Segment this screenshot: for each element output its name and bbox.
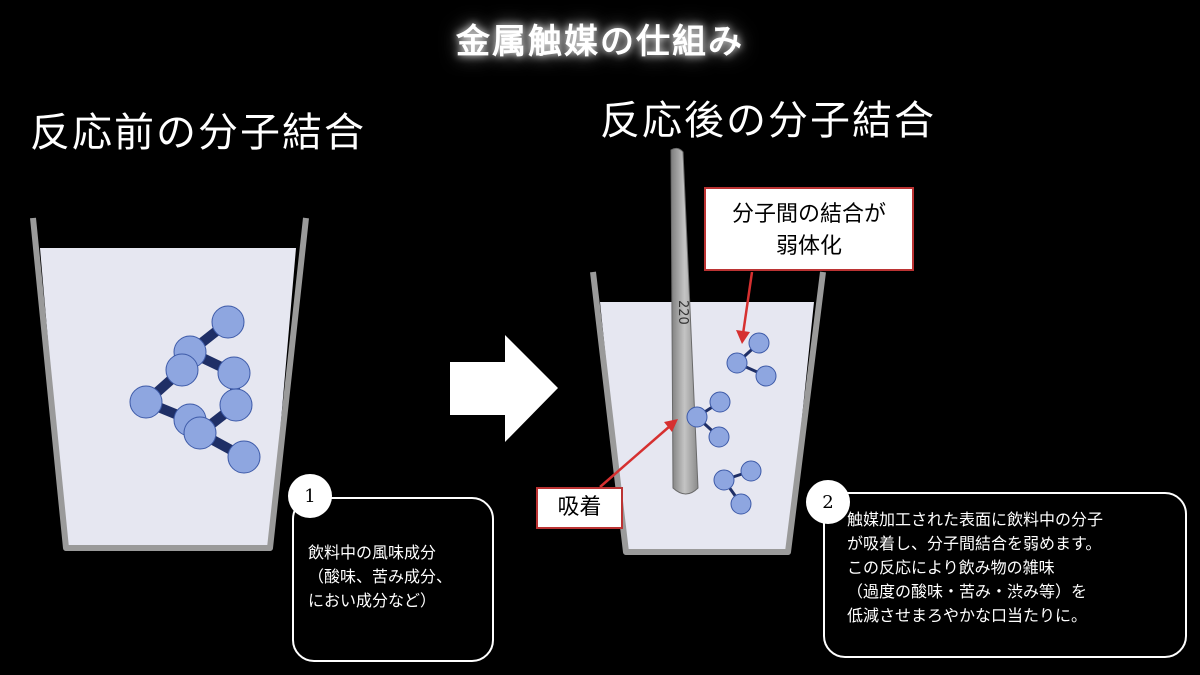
cup-after-outline: [590, 271, 826, 555]
molecule: [740, 460, 762, 482]
note-2-line: この反応により飲み物の雑味: [847, 558, 1055, 577]
pointer-adsorption-line: [599, 425, 671, 488]
molecule: [708, 426, 730, 448]
molecules-before: [129, 305, 261, 474]
note-2-line: 低減させまろやかな口当たりに。: [847, 606, 1088, 625]
molecule: [709, 391, 731, 413]
molecule: [748, 332, 770, 354]
pointer-adsorption-head-icon: [664, 419, 678, 432]
cup-after: [590, 271, 826, 555]
page-title: 金属触媒の仕組み: [456, 22, 744, 62]
cup-before-outline: [30, 217, 309, 551]
after-heading: 反応後の分子結合: [600, 98, 936, 144]
pointer-arrows: [599, 271, 754, 488]
molecule: [211, 305, 245, 339]
molecules-after: [686, 332, 777, 515]
stick-marking: 220: [675, 300, 690, 325]
note-1-number-badge: 1: [288, 474, 332, 518]
note-2-number-badge: 2: [806, 480, 850, 524]
note-1-line: におい成分など）: [308, 591, 437, 610]
note-2-box: 触媒加工された表面に飲料中の分子 が吸着し、分子間結合を弱めます。 この反応によ…: [823, 492, 1187, 658]
right-arrow-icon: [450, 335, 558, 442]
molecule: [165, 353, 199, 387]
pointer-bond-line: [741, 271, 754, 335]
note-1-line: 飲料中の風味成分: [308, 543, 437, 562]
bond-label-line-1: 分子間の結合が: [731, 202, 886, 227]
pointer-bond-head-icon: [736, 330, 750, 344]
molecule: [129, 385, 163, 419]
note-2-line: が吸着し、分子間結合を弱めます。: [847, 534, 1102, 553]
note-2-line: （過度の酸味・苦み・渋み等）を: [847, 582, 1088, 601]
molecule: [726, 352, 748, 374]
adsorption-label: 吸着: [536, 487, 623, 529]
note-2-line: 触媒加工された表面に飲料中の分子: [847, 510, 1104, 529]
molecule: [755, 365, 777, 387]
note-1-line: （酸味、苦み成分、: [308, 567, 453, 586]
molecule: [713, 469, 735, 491]
before-heading: 反応前の分子結合: [30, 110, 366, 156]
bond-label-line-2: 弱体化: [775, 234, 842, 259]
cup-before-liquid: [40, 248, 296, 548]
metal-stick: [670, 147, 699, 495]
bond-weakened-label: 分子間の結合が 弱体化: [704, 187, 914, 271]
molecule: [219, 388, 253, 422]
molecule: [183, 416, 217, 450]
molecule: [730, 493, 752, 515]
molecule: [686, 406, 708, 428]
molecule: [217, 356, 251, 390]
molecule: [227, 440, 261, 474]
note-1-box: 飲料中の風味成分 （酸味、苦み成分、 におい成分など）: [292, 497, 494, 662]
